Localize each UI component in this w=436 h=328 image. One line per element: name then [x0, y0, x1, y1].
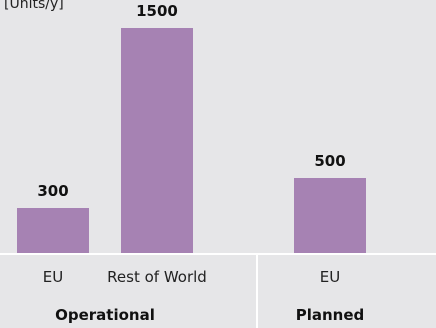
category-label: EU: [43, 268, 63, 286]
value-label: 300: [37, 182, 68, 200]
y-unit-label: [Units/y]: [4, 0, 64, 12]
bars: [17, 28, 366, 253]
value-label: 500: [314, 152, 345, 170]
group-labels: Operational Planned: [55, 306, 364, 324]
category-labels: EU Rest of World EU: [43, 268, 340, 286]
axis-dividers: [0, 253, 436, 328]
group-label: Operational: [55, 306, 155, 324]
bar: [121, 28, 193, 253]
category-label: Rest of World: [107, 268, 207, 286]
value-label: 1500: [136, 2, 178, 20]
category-label: EU: [320, 268, 340, 286]
bar: [294, 178, 366, 253]
value-labels: 300 1500 500: [37, 2, 345, 200]
bar: [17, 208, 89, 253]
group-label: Planned: [296, 306, 365, 324]
